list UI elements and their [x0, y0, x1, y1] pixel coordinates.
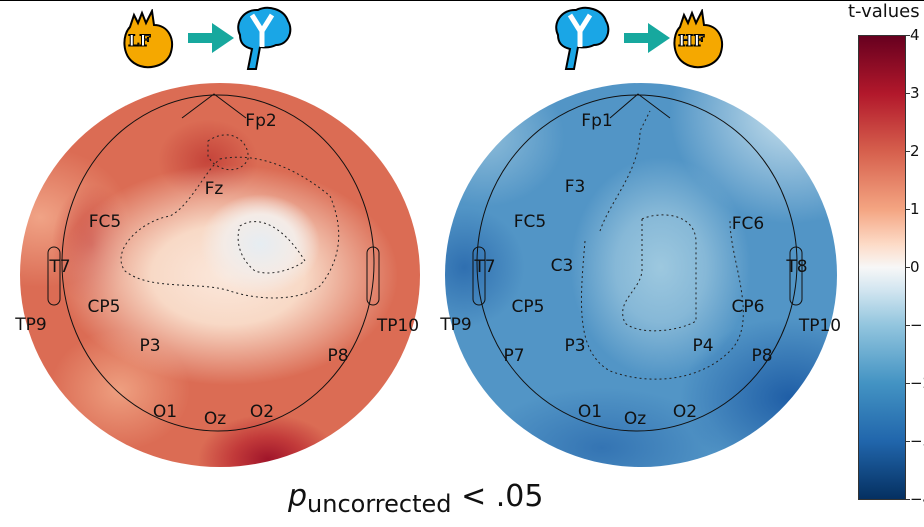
electrode-label: T7 — [474, 257, 496, 277]
colorbar — [858, 35, 906, 500]
electrode-label: FC6 — [731, 214, 765, 234]
electrode-label: Oz — [623, 409, 647, 429]
electrode-label: F3 — [564, 177, 586, 197]
colorbar-tick-mark — [906, 93, 910, 94]
electrode-label: O2 — [249, 402, 275, 422]
p-symbol: p — [288, 479, 308, 514]
colorbar-tick-mark — [906, 267, 910, 268]
electrode-label: T8 — [786, 257, 808, 277]
electrode-label: Oz — [203, 409, 227, 429]
electrode-label: FC5 — [513, 212, 547, 232]
colorbar-title: t-values — [848, 1, 920, 22]
colorbar-tick-mark — [906, 325, 910, 326]
colorbar-tick-label: 3 — [910, 84, 920, 102]
electrode-label: CP5 — [511, 297, 545, 317]
electrode-label: TP9 — [15, 315, 47, 335]
heart-icon — [123, 9, 173, 69]
heart-label-hf: HF — [677, 31, 705, 51]
brain-icon — [237, 6, 292, 70]
electrode-label: Fz — [204, 179, 224, 199]
electrode-label: P4 — [692, 336, 714, 356]
electrode-label: FC5 — [88, 212, 122, 232]
colorbar-tick-mark — [906, 383, 910, 384]
colorbar-tick-label: 0 — [910, 258, 920, 276]
electrode-label: P8 — [327, 346, 349, 366]
colorbar-tick-label: −2 — [910, 374, 924, 392]
colorbar-tick-mark — [906, 209, 910, 210]
electrode-label: CP5 — [87, 297, 121, 317]
arrow-right-icon — [624, 23, 670, 53]
p-subscript: uncorrected — [307, 490, 452, 518]
heart-icon — [673, 9, 723, 69]
colorbar-tick-mark — [906, 35, 910, 36]
electrode-label: P8 — [751, 346, 773, 366]
electrode-label: Fp2 — [245, 111, 277, 131]
electrode-label: P3 — [139, 336, 161, 356]
electrode-label: TP10 — [376, 316, 420, 336]
colorbar-tick-label: 2 — [910, 142, 920, 160]
electrode-label: Fp1 — [581, 111, 613, 131]
electrode-label: TP10 — [798, 316, 842, 336]
colorbar-tick-label: −3 — [910, 432, 924, 450]
brain-icon — [555, 6, 610, 70]
significance-threshold: puncorrected < .05 — [288, 479, 544, 518]
electrode-label: C3 — [550, 256, 574, 276]
arrow-right-icon — [188, 23, 234, 53]
electrode-label: CP6 — [731, 297, 765, 317]
colorbar-tick-label: 1 — [910, 200, 920, 218]
electrode-label: TP9 — [440, 315, 472, 335]
colorbar-tick-mark — [906, 151, 910, 152]
electrode-label: O1 — [577, 402, 603, 422]
electrode-label: P7 — [503, 346, 525, 366]
colorbar-tick-mark — [906, 499, 910, 500]
electrode-label: T7 — [49, 257, 71, 277]
colorbar-tick-mark — [906, 441, 910, 442]
topomap-lf-to-brain — [20, 83, 420, 467]
heart-label-lf: LF — [128, 31, 152, 51]
colorbar-tick-label: 4 — [910, 26, 920, 44]
colorbar-tick-label: −4 — [910, 490, 924, 508]
colorbar-tick-label: −1 — [910, 316, 924, 334]
electrode-label: O2 — [672, 402, 698, 422]
electrode-label: P3 — [564, 336, 586, 356]
electrode-label: O1 — [152, 402, 178, 422]
threshold-value: < .05 — [461, 479, 544, 514]
